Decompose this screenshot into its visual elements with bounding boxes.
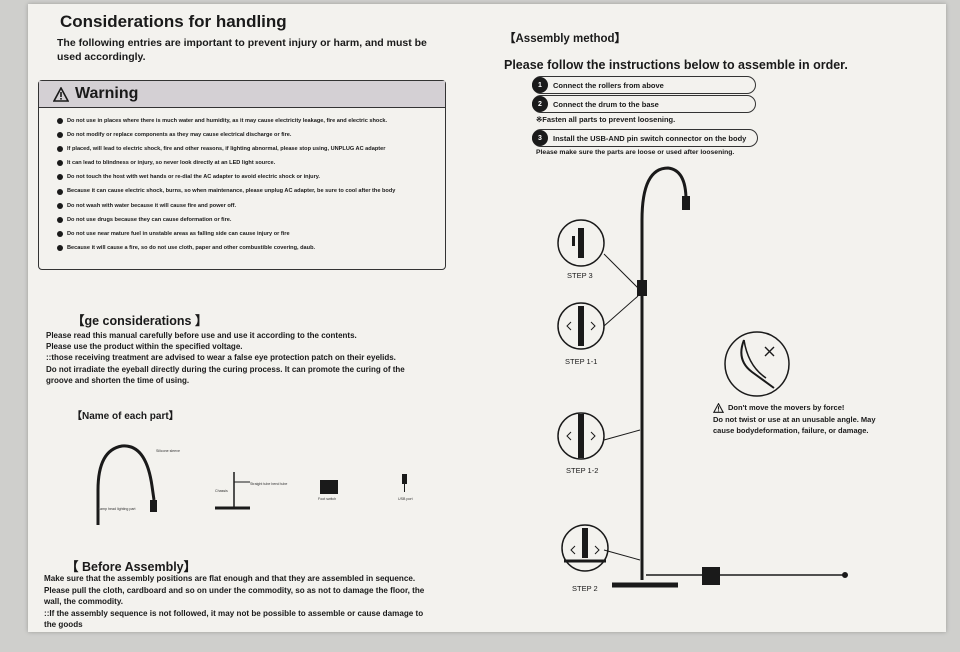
detail-circle-step3 (557, 219, 605, 267)
step-number: 2 (532, 96, 548, 112)
x-mark-icon (764, 346, 775, 357)
assembly-title: 【Assembly method】 (504, 33, 627, 45)
foot-switch-part (320, 480, 338, 494)
bullet-dot-icon (57, 132, 63, 139)
handling-intro: The following entries are important to p… (57, 37, 427, 63)
bullet-dot-icon (57, 118, 63, 125)
bullet-dot-icon (57, 188, 63, 195)
step-label: STEP 2 (572, 584, 598, 593)
lamp-head (682, 196, 690, 210)
warning-list: Do not use in places where there is much… (39, 114, 445, 255)
leader-line (603, 549, 641, 561)
handling-heading: Considerations for handling (60, 12, 287, 31)
step-text: Connect the rollers from above (553, 80, 664, 90)
bullet-dot-icon (57, 160, 63, 167)
leader-line (603, 295, 639, 327)
warning-item: Do not use drugs because they can cause … (57, 213, 445, 227)
warning-item: Do not wash with water because it will c… (57, 199, 445, 213)
caution-circle (724, 331, 790, 397)
warning-item: Do not modify or replace components as t… (57, 128, 445, 142)
warning-triangle-icon (713, 402, 724, 413)
bullet-dot-icon (57, 146, 63, 153)
warning-item: Because it can cause electric shock, bur… (57, 184, 445, 198)
detail-circle-step2 (561, 524, 609, 572)
joint-connector (637, 280, 647, 296)
warning-item: Do not use in places where there is much… (57, 114, 445, 128)
warning-item: It can lead to blindness or injury, so n… (57, 156, 445, 170)
usb-plug (842, 572, 848, 578)
warning-title: Warning (75, 85, 139, 102)
bullet-dot-icon (57, 174, 63, 181)
bullet-dot-icon (57, 216, 63, 223)
part-label: Straight tube bend tube (250, 482, 288, 486)
warning-triangle-icon (53, 86, 69, 102)
step-2-pill: 2 Connect the drum to the base (532, 95, 756, 113)
parts-illustration (96, 444, 407, 525)
warning-box: Warning Do not use in places where there… (38, 80, 446, 270)
warning-item: If placed, will lead to electric shock, … (57, 142, 445, 156)
before-line: Make sure that the assembly positions ar… (44, 574, 416, 583)
foot-switch (702, 567, 720, 585)
bullet-dot-icon (57, 202, 63, 209)
caution-body: Do not twist or use at an unusable angle… (713, 414, 876, 436)
part-label: Chassis (215, 489, 228, 493)
step-number: 3 (532, 130, 548, 146)
part-label: Foot switch (318, 497, 337, 501)
warning-item: Because it will cause a fire, so do not … (57, 241, 445, 255)
detail-circle-step1-2 (557, 412, 605, 460)
usage-line: Do not irradiate the eyeball directly du… (46, 364, 405, 385)
step-label: STEP 1-2 (566, 466, 599, 475)
step-1-pill: 1 Connect the rollers from above (532, 76, 756, 94)
leader-line (603, 429, 641, 441)
caution-title: Don't move the movers by force! (728, 403, 845, 412)
step-number: 1 (532, 77, 548, 93)
usage-line: ::those receiving treatment are advised … (46, 353, 396, 363)
usage-text: Please read this manual carefully before… (46, 330, 426, 386)
detail-circle-step1-1 (557, 302, 605, 350)
usage-line: Please read this manual carefully before… (46, 331, 357, 340)
fasten-note: ※Fasten all parts to prevent loosening. (536, 115, 676, 124)
warning-item: Do not touch the host with wet hands or … (57, 170, 445, 184)
bullet-dot-icon (57, 244, 63, 251)
step-label: STEP 3 (567, 271, 593, 280)
part-label: Silicone sleeve (156, 449, 180, 453)
step-3-pill: 3 Install the USB-AND pin switch connect… (532, 129, 758, 147)
before-assembly-title: 【 Before Assembly】 (66, 560, 197, 574)
lamp-head-part (150, 500, 157, 512)
parts-title: 【Name of each part】 (72, 411, 179, 422)
usage-title: 【ge considerations 】 (72, 314, 208, 328)
part-label: USB port (398, 497, 413, 501)
assembly-subtitle: Please follow the instructions below to … (504, 58, 848, 72)
before-assembly-text: Make sure that the assembly positions ar… (44, 573, 434, 631)
warning-header: Warning (39, 81, 445, 108)
step-label: STEP 1-1 (565, 357, 598, 366)
caution-note: Don't move the movers by force! Do not t… (685, 402, 885, 437)
gooseneck-lamp-part (96, 444, 156, 525)
step-text: Install the USB-AND pin switch connector… (553, 133, 747, 143)
warning-item: Do not use near mature fuel in unstable … (57, 227, 445, 241)
step-text: Connect the drum to the base (553, 99, 659, 109)
before-line: ::If the assembly sequence is not follow… (44, 608, 424, 630)
usb-port-part (402, 474, 407, 484)
bullet-dot-icon (57, 230, 63, 237)
leader-line (603, 253, 639, 289)
lamp-pole (640, 166, 688, 580)
before-line: Please pull the cloth, cardboard and so … (44, 585, 425, 607)
usage-line: Please use the product within the specif… (46, 342, 243, 352)
part-label: Lamp head lighting part (98, 507, 136, 511)
loose-note: Please make sure the parts are loose or … (536, 149, 735, 156)
